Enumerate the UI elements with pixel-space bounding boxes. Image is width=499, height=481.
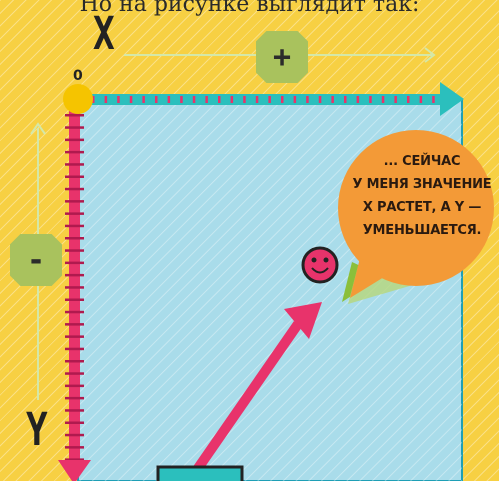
y-axis-tick [65,397,84,400]
x-axis-tick [432,96,435,103]
x-axis-tick [294,96,297,103]
x-axis-tick [268,96,271,103]
y-axis-tick [65,286,84,289]
y-axis-tick [65,188,84,191]
x-axis-tick [306,96,309,103]
y-axis-tick [65,176,84,179]
speech-bubble-line: ... СЕЙЧАС [340,150,499,173]
smiley-face-icon [303,248,337,282]
x-axis-tick [344,96,347,103]
y-axis-tick [65,348,84,351]
x-axis-tick [130,96,133,103]
speech-bubble-line: УМЕНЬШАЕТСЯ. [340,219,499,242]
y-axis-tick [65,434,84,437]
y-axis-tick [65,446,84,449]
y-axis-tick [65,225,84,228]
x-axis-tick [168,96,171,103]
x-axis-tick [319,96,322,103]
y-axis-tick [65,311,84,314]
y-axis-tick [65,274,84,277]
origin-dot [63,84,93,114]
origin-label: 0 [73,68,83,84]
y-axis-tick [65,139,84,142]
y-axis-tick [65,212,84,215]
x-axis-tick [382,96,385,103]
y-axis-tick [65,200,84,203]
x-axis-tick [281,96,284,103]
x-axis-tick [331,96,334,103]
y-axis-tick [65,409,84,412]
y-axis-tick [65,299,84,302]
minus-sign-badge: - [10,234,62,286]
x-axis-tick [205,96,208,103]
y-axis-tick [65,151,84,154]
y-axis-tick [65,422,84,425]
y-axis-tick [65,323,84,326]
x-axis-tick [243,96,246,103]
x-axis-tick [394,96,397,103]
x-axis-tick [357,96,360,103]
x-axis-tick [218,96,221,103]
y-axis-tick [65,360,84,363]
speech-bubble-line: X РАСТЕТ, А Y — [340,196,499,219]
y-axis-tick [65,163,84,166]
x-axis-tick [155,96,158,103]
y-axis-tick [65,335,84,338]
y-axis-tick [65,249,84,252]
x-axis-tick [142,96,145,103]
speech-bubble-line: У МЕНЯ ЗНАЧЕНИЕ [340,173,499,196]
y-axis-tick [65,262,84,265]
x-axis-label: X [93,9,115,60]
x-axis-tick [407,96,410,103]
x-axis-tick [105,96,108,103]
caption: Но на рисунке выглядит так: [0,0,499,17]
plus-sign-badge: + [256,31,308,83]
speech-bubble-text: ... СЕЙЧАС У МЕНЯ ЗНАЧЕНИЕ X РАСТЕТ, А Y… [340,150,499,242]
x-axis-tick [256,96,258,103]
x-axis-tick [193,96,196,103]
y-axis-tick [65,372,84,375]
y-axis-label: Y [26,405,48,456]
x-axis-tick [231,96,234,103]
x-axis-tick [369,96,372,103]
start-box [158,467,242,481]
x-axis-tick [117,96,120,103]
x-axis-tick [420,96,423,103]
x-axis-tick [180,96,183,103]
y-axis-tick [65,126,84,129]
y-axis-tick [65,385,84,388]
y-axis-tick [65,114,84,117]
y-axis-tick [65,237,84,240]
